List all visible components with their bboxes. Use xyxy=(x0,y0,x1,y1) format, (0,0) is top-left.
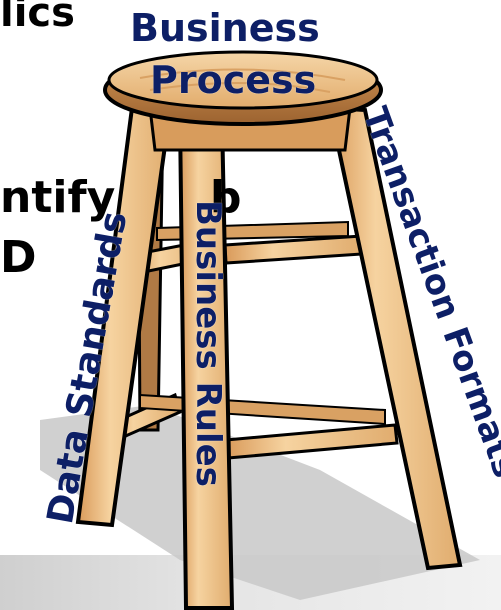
rung-lower-right xyxy=(226,425,397,458)
background-text-lower: D xyxy=(0,232,37,283)
seat-label-process: Process xyxy=(150,58,316,102)
seat-label-business: Business xyxy=(130,6,320,50)
rung-upper-right xyxy=(225,236,362,263)
background-text-top: lics xyxy=(0,0,75,36)
leg-label-business-rules: Business Rules xyxy=(188,200,228,487)
